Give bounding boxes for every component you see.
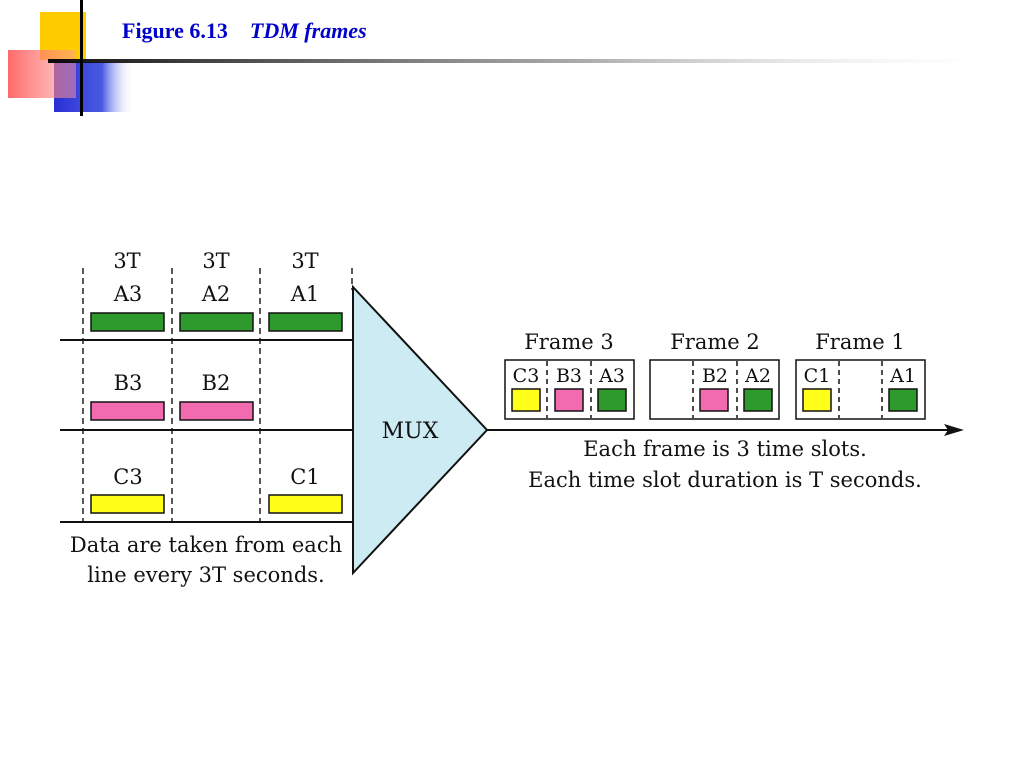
unit-block-a1 <box>268 312 343 332</box>
unit-label-b3: B3 <box>114 371 143 395</box>
title-rule <box>48 59 1024 63</box>
red-square <box>8 50 76 98</box>
unit-block-a3 <box>90 312 165 332</box>
frame-label: Frame 2 <box>670 330 760 354</box>
slot-block-b <box>699 388 729 412</box>
period-label: 3T <box>202 249 229 273</box>
unit-block-c3 <box>90 494 165 514</box>
mux-label: MUX <box>382 419 439 444</box>
arrow-head-icon <box>944 424 964 436</box>
unit-block-a2 <box>179 312 254 332</box>
unit-block-b3 <box>90 401 165 421</box>
slot-label: A3 <box>598 365 625 387</box>
unit-block-c1 <box>268 494 343 514</box>
slot-block-c <box>511 388 541 412</box>
figure-number: Figure 6.13 <box>122 18 228 43</box>
input-lines <box>60 339 354 523</box>
slide-title: Figure 6.13 TDM frames <box>122 18 367 44</box>
unit-label-a1: A1 <box>290 282 320 306</box>
slot-label: A2 <box>744 365 771 387</box>
slot-label: C3 <box>513 365 540 387</box>
unit-label-b2: B2 <box>202 371 231 395</box>
slot-block-c <box>802 388 832 412</box>
slot-block-a <box>597 388 627 412</box>
vertical-rule <box>80 0 83 116</box>
figure-title: TDM frames <box>249 18 367 43</box>
mux-block <box>352 284 489 576</box>
unit-label-a2: A2 <box>201 282 231 306</box>
output-caption-line: Each frame is 3 time slots. <box>583 437 867 461</box>
slot-label: C1 <box>804 365 831 387</box>
period-label: 3T <box>113 249 140 273</box>
slot-block-a <box>743 388 773 412</box>
frame-label: Frame 3 <box>524 330 614 354</box>
frame-3: C3 B3 A3 <box>504 359 635 420</box>
input-caption-line: Data are taken from each <box>70 533 342 557</box>
slot-label: B2 <box>702 365 728 387</box>
input-caption-line: line every 3T seconds. <box>87 563 324 587</box>
frame-1: C1 A1 <box>795 359 926 420</box>
unit-label-c3: C3 <box>113 465 142 489</box>
slot-block-a <box>888 388 918 412</box>
frame-label: Frame 1 <box>815 330 905 354</box>
unit-block-b2 <box>179 401 254 421</box>
frame-2: B2 A2 <box>649 359 780 420</box>
slot-label: A1 <box>889 365 916 387</box>
period-dividers <box>82 268 353 522</box>
period-label: 3T <box>291 249 318 273</box>
unit-label-c1: C1 <box>290 465 319 489</box>
slot-label: B3 <box>556 365 582 387</box>
unit-label-a3: A3 <box>113 282 143 306</box>
slot-block-b <box>554 388 584 412</box>
slide-decoration <box>8 0 1024 116</box>
output-caption-line: Each time slot duration is T seconds. <box>528 468 922 492</box>
